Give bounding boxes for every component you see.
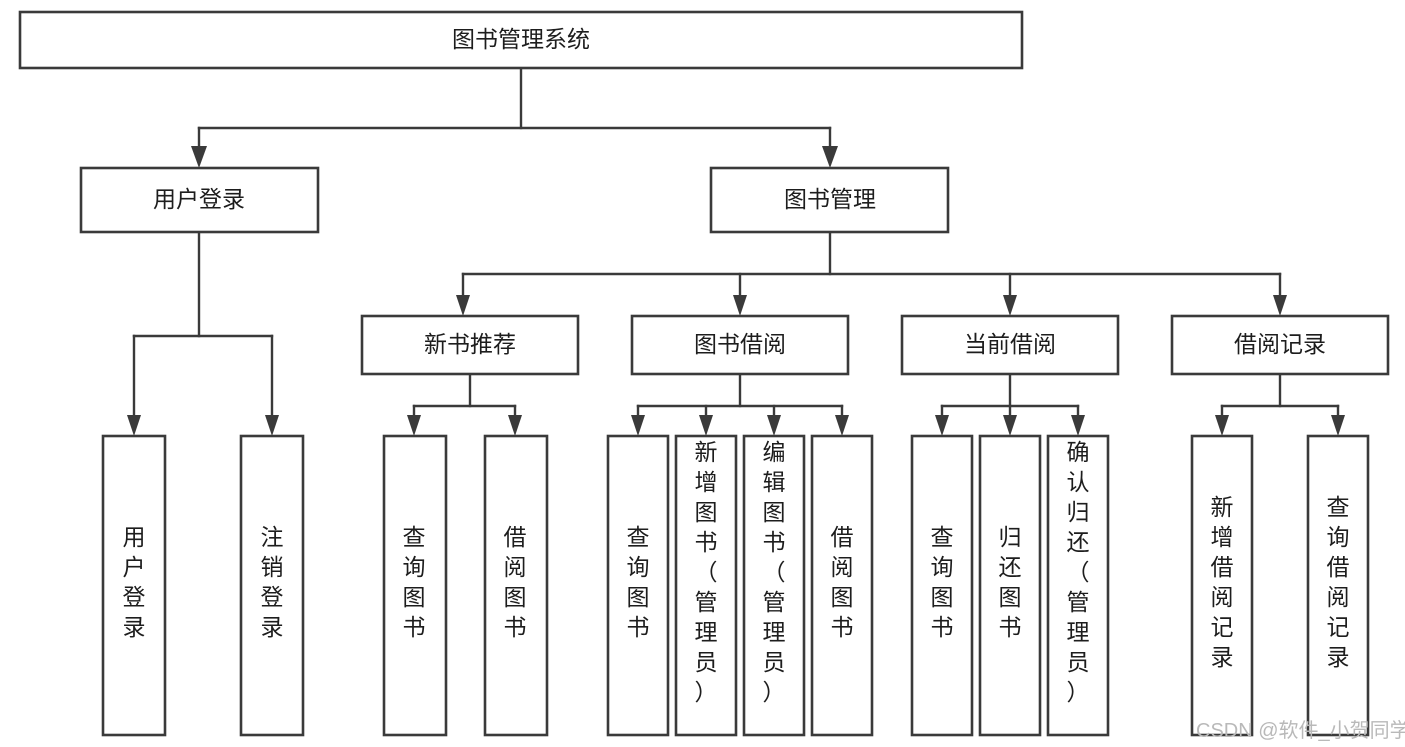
- leaf-query-book-2-box[interactable]: [606, 434, 670, 737]
- leaf-borrow-book-2[interactable]: 借阅图书: [810, 434, 874, 737]
- leaf-add-book-box[interactable]: [674, 434, 738, 737]
- leaf-add-record-label: 新增借阅记录: [1211, 494, 1234, 670]
- arrow-to-leaf-user-login: [127, 415, 141, 436]
- watermark-label: CSDN @软件_小贺同学: [1196, 719, 1405, 742]
- node-current-borrow-label: 当前借阅: [964, 331, 1056, 357]
- node-book-borrow[interactable]: 图书借阅: [630, 314, 850, 376]
- arrow-to-leaf-borrow-book-1: [508, 415, 522, 436]
- node-new-book-recommend[interactable]: 新书推荐: [360, 314, 580, 376]
- leaf-add-record-box[interactable]: [1190, 434, 1254, 737]
- leaf-query-book-3-label: 查询图书: [931, 524, 954, 640]
- leaf-edit-book[interactable]: 编辑图书（管理员）: [742, 434, 806, 737]
- arrow-to-current-borrow: [1003, 295, 1017, 316]
- leaf-return-book-box[interactable]: [978, 434, 1042, 737]
- node-current-borrow[interactable]: 当前借阅: [900, 314, 1120, 376]
- node-book-manage-box[interactable]: [709, 166, 950, 234]
- leaf-confirm-return-box[interactable]: [1046, 434, 1110, 737]
- node-borrow-record-box[interactable]: [1170, 314, 1390, 376]
- node-root[interactable]: 图书管理系统: [18, 10, 1024, 70]
- arrow-to-book-manage: [822, 146, 838, 168]
- arrow-to-leaf-logout-login: [265, 415, 279, 436]
- leaf-user-login-box[interactable]: [101, 434, 167, 737]
- leaf-borrow-book-1[interactable]: 借阅图书: [483, 434, 549, 737]
- node-user-login-label: 用户登录: [153, 186, 245, 212]
- arrow-to-user-login: [191, 146, 207, 168]
- leaf-query-record-label: 查询借阅记录: [1327, 494, 1350, 670]
- leaf-logout-login[interactable]: 注销登录: [239, 434, 305, 737]
- leaf-query-book-3-box[interactable]: [910, 434, 974, 737]
- node-borrow-record[interactable]: 借阅记录: [1170, 314, 1390, 376]
- node-borrow-record-label: 借阅记录: [1234, 331, 1326, 357]
- arrow-to-leaf-add-record: [1215, 415, 1229, 436]
- arrow-to-leaf-query-book-2: [631, 415, 645, 436]
- leaf-return-book[interactable]: 归还图书: [978, 434, 1042, 737]
- leaf-borrow-book-2-label: 借阅图书: [831, 524, 854, 640]
- node-book-borrow-box[interactable]: [630, 314, 850, 376]
- node-new-book-recommend-box[interactable]: [360, 314, 580, 376]
- arrow-to-leaf-query-book-1: [407, 415, 421, 436]
- arrow-to-leaf-query-book-3: [935, 415, 949, 436]
- leaf-query-book-1-box[interactable]: [382, 434, 448, 737]
- node-book-manage-label: 图书管理: [784, 186, 876, 212]
- node-new-book-recommend-label: 新书推荐: [424, 331, 516, 357]
- leaf-confirm-return[interactable]: 确认归还（管理员）: [1046, 434, 1110, 737]
- leaf-query-book-1-label: 查询图书: [403, 524, 426, 640]
- leaf-borrow-book-2-box[interactable]: [810, 434, 874, 737]
- node-user-login-box[interactable]: [79, 166, 320, 234]
- leaf-return-book-label: 归还图书: [999, 524, 1022, 640]
- leaf-user-login[interactable]: 用户登录: [101, 434, 167, 737]
- arrow-to-leaf-borrow-book-2: [835, 415, 849, 436]
- leaf-query-record-box[interactable]: [1306, 434, 1370, 737]
- connector-layer: [127, 66, 1345, 436]
- leaf-edit-book-box[interactable]: [742, 434, 806, 737]
- arrow-to-leaf-query-record: [1331, 415, 1345, 436]
- arrow-to-borrow-record: [1273, 295, 1287, 316]
- arrow-to-book-borrow: [733, 295, 747, 316]
- arrow-to-new-book-recommend: [456, 295, 470, 316]
- leaf-borrow-book-1-box[interactable]: [483, 434, 549, 737]
- node-user-login[interactable]: 用户登录: [79, 166, 320, 234]
- arrow-to-leaf-return-book: [1003, 415, 1017, 436]
- node-current-borrow-box[interactable]: [900, 314, 1120, 376]
- leaf-user-login-label: 用户登录: [123, 524, 146, 640]
- leaf-query-book-2-label: 查询图书: [627, 524, 650, 640]
- leaf-logout-login-label: 注销登录: [261, 524, 284, 640]
- leaf-confirm-return-label: 确认归还（管理员）: [1067, 439, 1090, 705]
- leaf-query-book-1[interactable]: 查询图书: [382, 434, 448, 737]
- node-root-box[interactable]: [18, 10, 1024, 70]
- arrow-to-leaf-edit-book: [767, 415, 781, 436]
- leaf-logout-login-box[interactable]: [239, 434, 305, 737]
- leaf-query-book-2[interactable]: 查询图书: [606, 434, 670, 737]
- arrow-to-leaf-add-book: [699, 415, 713, 436]
- leaf-edit-book-label: 编辑图书（管理员）: [763, 439, 786, 705]
- leaf-query-record[interactable]: 查询借阅记录: [1306, 434, 1370, 737]
- leaf-add-book-label: 新增图书（管理员）: [695, 439, 718, 705]
- leaf-query-book-3[interactable]: 查询图书: [910, 434, 974, 737]
- node-book-borrow-label: 图书借阅: [694, 331, 786, 357]
- leaf-add-record[interactable]: 新增借阅记录: [1190, 434, 1254, 737]
- node-root-label: 图书管理系统: [452, 26, 590, 52]
- arrow-to-leaf-confirm-return: [1071, 415, 1085, 436]
- node-book-manage[interactable]: 图书管理: [709, 166, 950, 234]
- leaf-borrow-book-1-label: 借阅图书: [504, 524, 527, 640]
- leaf-add-book[interactable]: 新增图书（管理员）: [674, 434, 738, 737]
